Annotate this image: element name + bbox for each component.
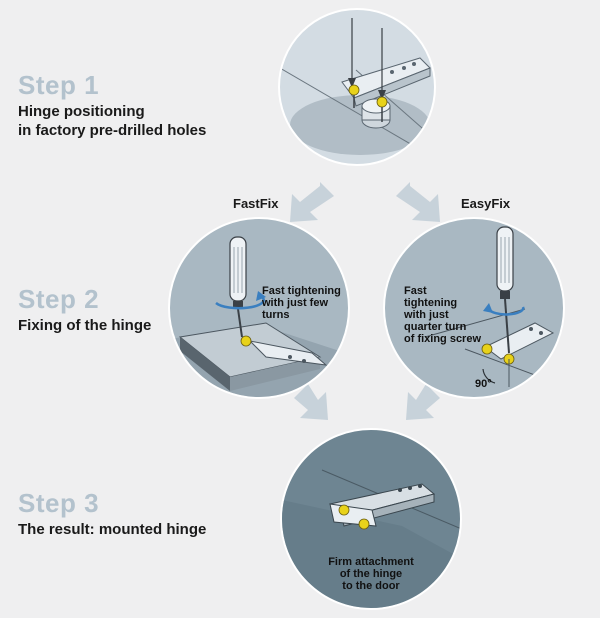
easyfix-caption-line1: Fast (404, 285, 481, 297)
fastfix-caption-line2: with just few (262, 297, 341, 309)
fastfix-caption: Fast tightening with just few turns (262, 285, 341, 321)
easyfix-caption: Fast tightening with just quarter turn o… (404, 285, 481, 345)
result-caption-line3: to the door (280, 580, 462, 592)
step-1-illustration (278, 8, 436, 166)
easyfix-caption-line2: tightening (404, 297, 481, 309)
easyfix-caption-line4: quarter turn (404, 321, 481, 333)
fastfix-caption-line1: Fast tightening (262, 285, 341, 297)
easyfix-caption-line3: with just (404, 309, 481, 321)
result-caption-line1: Firm attachment (280, 556, 462, 568)
arrow-to-fastfix (290, 182, 334, 222)
fastfix-caption-line3: turns (262, 309, 341, 321)
result-caption: Firm attachment of the hinge to the door (280, 556, 462, 592)
easyfix-caption-line5: of fixing screw (404, 333, 481, 345)
angle-label: 90° (475, 378, 492, 390)
result-caption-line2: of the hinge (280, 568, 462, 580)
arrow-to-easyfix (396, 182, 440, 222)
